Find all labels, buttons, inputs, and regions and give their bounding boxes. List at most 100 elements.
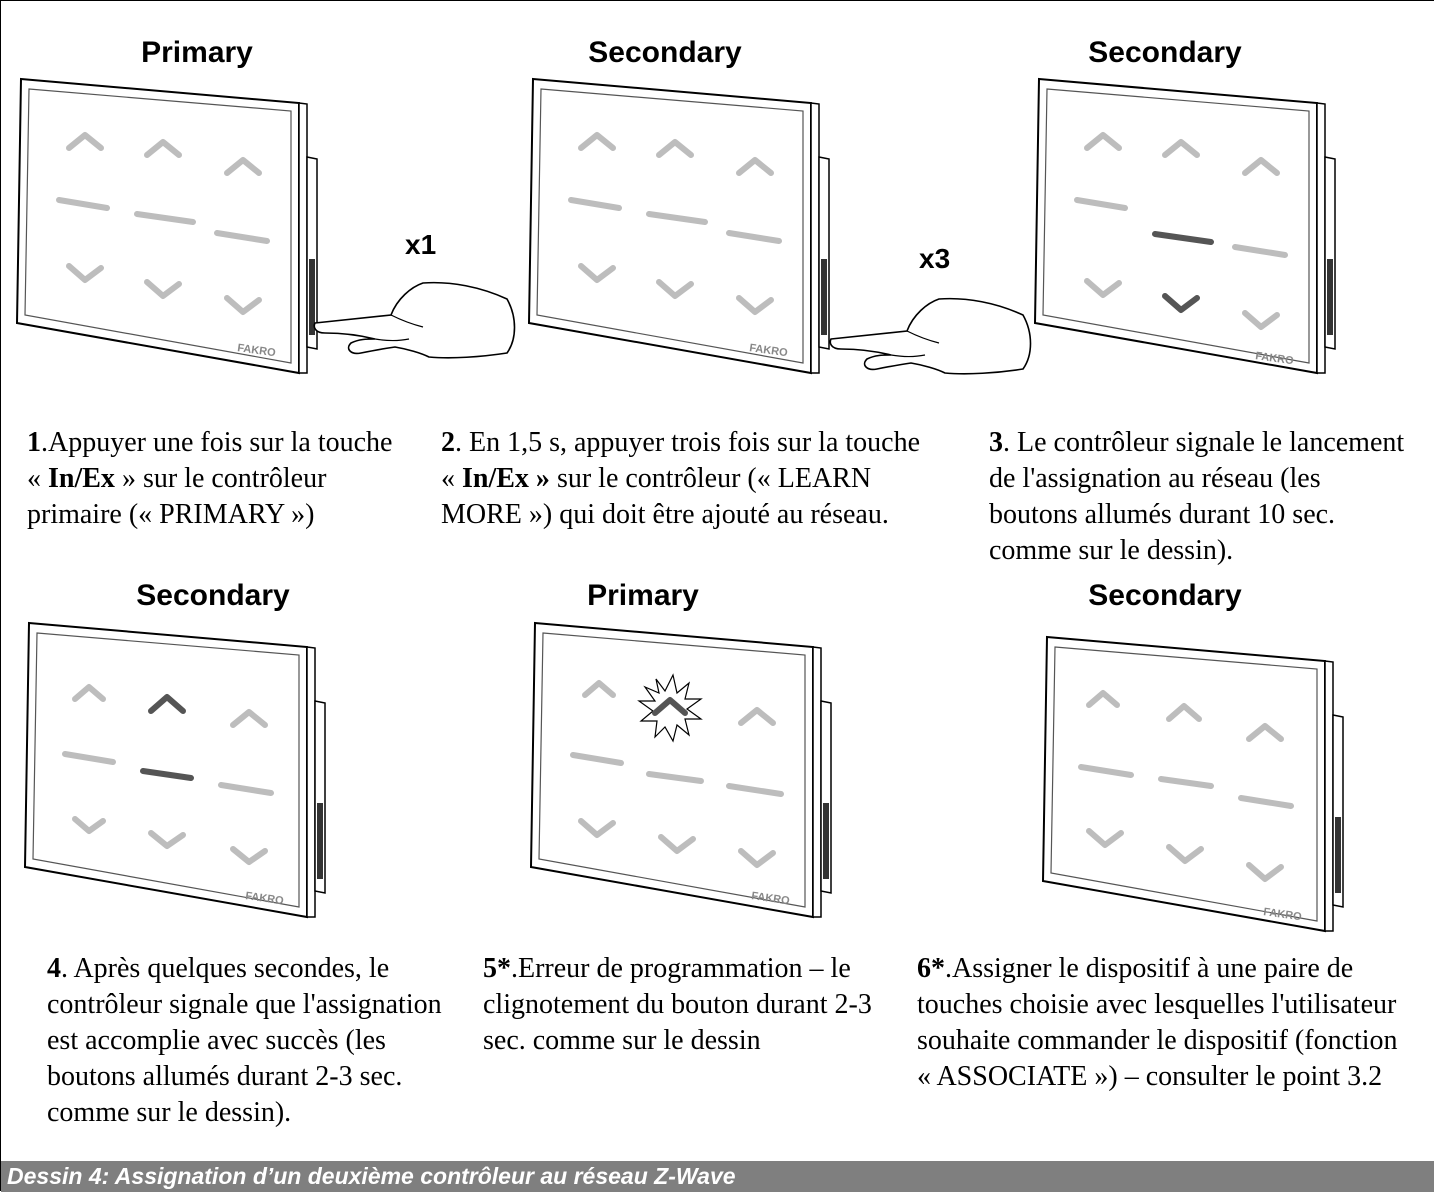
panel-2-controller: FAKRO — [527, 77, 830, 375]
key-stop-center-icon — [134, 211, 196, 225]
panel-6-controller: FAKRO — [1041, 635, 1344, 933]
caption-run: « ASSOCIATE ») – consulter le point 3.2 — [917, 1061, 1383, 1092]
caption-line: clignotement du bouton durant 2-3 — [483, 987, 872, 1023]
caption-run: . Après quelques secondes, le — [61, 953, 390, 984]
key-stop-center-lit-icon — [140, 768, 194, 781]
caption-run: touches choisie avec lesquelles l'utilis… — [917, 989, 1397, 1020]
caption-run: comme sur le dessin). — [989, 535, 1234, 566]
caption-line: 6*.Assigner le dispositif à une paire de — [917, 951, 1398, 987]
key-up-center-icon — [656, 139, 694, 158]
panel-6-caption: 6*.Assigner le dispositif à une paire de… — [917, 951, 1398, 1095]
caption-run: » sur le contrôleur — [114, 463, 327, 494]
caption-run: . Le contrôleur signale le lancement — [1003, 427, 1405, 458]
key-up-center-lit-icon — [652, 697, 688, 716]
key-up-right-icon — [224, 157, 262, 176]
panel-6-title: Secondary — [1088, 579, 1242, 612]
key-down-left-icon — [578, 263, 616, 283]
panel-1-title: Primary — [141, 36, 253, 69]
key-stop-left-icon — [56, 197, 110, 211]
key-up-left-icon — [72, 684, 106, 702]
caption-line: 1.Appuyer une fois sur la touche — [27, 425, 392, 461]
key-stop-center-icon — [646, 211, 708, 225]
key-down-right-icon — [230, 846, 268, 865]
caption-line: touches choisie avec lesquelles l'utilis… — [917, 987, 1398, 1023]
panel-3-title: Secondary — [1088, 36, 1242, 69]
key-up-right-icon — [230, 709, 268, 728]
panel-3-controller: FAKRO — [1033, 77, 1336, 375]
key-down-right-icon — [1246, 862, 1284, 882]
key-down-left-icon — [578, 818, 616, 838]
caption-run: contrôleur signale que l'assignation — [47, 989, 442, 1020]
caption-bold-run: In/Ex » — [462, 463, 550, 494]
caption-line: comme sur le dessin). — [989, 533, 1404, 569]
caption-run: clignotement du bouton durant 2-3 — [483, 989, 872, 1020]
caption-bold-run: 5* — [483, 953, 511, 984]
blink-burst-icon — [637, 673, 703, 743]
key-stop-right-icon — [214, 230, 270, 244]
key-down-right-icon — [1242, 310, 1280, 330]
key-up-center-icon — [144, 139, 182, 158]
caption-line: boutons allumés durant 10 sec. — [989, 497, 1404, 533]
caption-line: 4. Après quelques secondes, le — [47, 951, 442, 987]
key-up-left-icon — [582, 680, 616, 698]
caption-run: .Appuyer une fois sur la touche — [41, 427, 393, 458]
caption-run: primaire (« PRIMARY ») — [27, 499, 315, 530]
caption-bold-run: 4 — [47, 953, 61, 984]
caption-line: souhaite commander le dispositif (foncti… — [917, 1023, 1398, 1059]
pointing-hand-icon — [313, 281, 516, 359]
panel-5-controller: FAKRO — [529, 621, 832, 919]
key-stop-right-icon — [726, 783, 784, 797]
pointing-hand-icon — [829, 297, 1032, 375]
key-stop-center-lit-icon — [1152, 231, 1214, 245]
caption-run: boutons allumés durant 2-3 sec. — [47, 1061, 403, 1092]
caption-run: MORE ») qui doit être ajouté au réseau. — [441, 499, 889, 530]
caption-run: « — [27, 463, 48, 494]
caption-run: de l'assignation au réseau (les — [989, 463, 1321, 494]
caption-line: comme sur le dessin). — [47, 1095, 442, 1131]
fakro-logo: FAKRO — [749, 342, 789, 359]
caption-line: de l'assignation au réseau (les — [989, 461, 1404, 497]
key-stop-right-icon — [726, 230, 782, 244]
caption-line: 3. Le contrôleur signale le lancement — [989, 425, 1404, 461]
key-stop-center-icon — [646, 771, 704, 784]
fakro-logo: FAKRO — [1263, 906, 1303, 923]
caption-bold-run: 1 — [27, 427, 41, 458]
caption-bold-run: 2 — [441, 427, 455, 458]
key-down-center-icon — [148, 830, 186, 849]
key-up-left-icon — [66, 132, 104, 151]
key-down-right-icon — [738, 848, 776, 868]
figure-caption: Dessin 4: Assignation d’un deuxième cont… — [1, 1161, 1434, 1192]
caption-run: boutons allumés durant 10 sec. — [989, 499, 1336, 530]
key-down-center-icon — [658, 834, 696, 854]
caption-line: 2. En 1,5 s, appuyer trois fois sur la t… — [441, 425, 920, 461]
key-down-left-icon — [1086, 828, 1124, 848]
key-down-right-icon — [224, 295, 262, 315]
caption-line: « In/Ex » sur le contrôleur (« LEARN — [441, 461, 920, 497]
caption-run: est accomplie avec succès (les — [47, 1025, 386, 1056]
caption-line: « In/Ex » sur le contrôleur — [27, 461, 392, 497]
caption-line: MORE ») qui doit être ajouté au réseau. — [441, 497, 920, 533]
key-up-left-icon — [1084, 132, 1122, 151]
key-up-center-icon — [1166, 703, 1202, 722]
caption-bold-run: 6* — [917, 953, 945, 984]
key-up-center-icon — [1162, 139, 1200, 158]
caption-run: . En 1,5 s, appuyer trois fois sur la to… — [455, 427, 921, 458]
key-down-center-icon — [1166, 844, 1204, 864]
caption-run: .Erreur de programmation – le — [511, 953, 851, 984]
caption-run: sec. comme sur le dessin — [483, 1025, 761, 1056]
caption-line: contrôleur signale que l'assignation — [47, 987, 442, 1023]
key-up-right-icon — [738, 707, 776, 726]
key-stop-right-icon — [218, 782, 274, 796]
key-stop-center-icon — [1158, 776, 1214, 789]
key-stop-left-icon — [1074, 197, 1128, 211]
press-count-1: x1 — [405, 229, 437, 260]
key-stop-left-icon — [62, 751, 116, 765]
caption-run: souhaite commander le dispositif (foncti… — [917, 1025, 1398, 1056]
caption-run: « — [441, 463, 462, 494]
caption-line: « ASSOCIATE ») – consulter le point 3.2 — [917, 1059, 1398, 1095]
panel-5-caption: 5*.Erreur de programmation – le clignotem… — [483, 951, 872, 1059]
panel-4-controller: FAKRO — [23, 621, 326, 919]
key-stop-left-icon — [570, 752, 624, 766]
